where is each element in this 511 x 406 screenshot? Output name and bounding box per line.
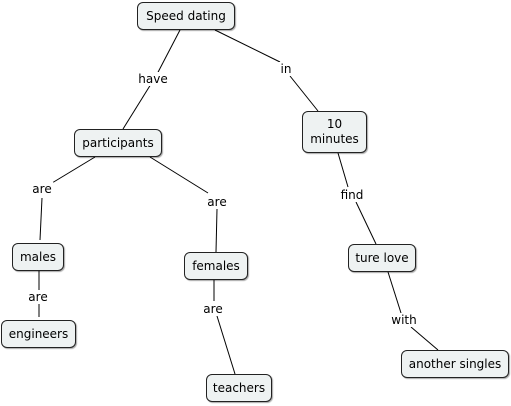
edge-ten-minutes-find — [337, 152, 349, 188]
node-participants[interactable]: participants — [74, 129, 162, 157]
edge-speed-dating-have — [154, 29, 181, 79]
node-ten-minutes[interactable]: 10 minutes — [302, 111, 367, 153]
edge-are-females — [215, 208, 218, 253]
edge-have-participants — [122, 83, 152, 130]
link-label-find: find — [338, 188, 366, 202]
edge-participants-are-males — [51, 156, 96, 184]
link-label-in: in — [278, 62, 294, 76]
node-teachers[interactable]: teachers — [206, 374, 272, 402]
edge-in-ten-minutes — [289, 75, 319, 112]
link-label-are-teachers: are — [201, 302, 225, 316]
link-label-with: with — [389, 313, 419, 327]
link-label-are-males: are — [30, 182, 54, 196]
node-males[interactable]: males — [12, 243, 64, 271]
edge-ture-love-with — [387, 271, 402, 314]
link-label-have: have — [136, 72, 170, 86]
node-another-singles[interactable]: another singles — [401, 350, 509, 378]
edge-speed-dating-in — [214, 29, 281, 63]
node-ture-love[interactable]: ture love — [348, 244, 416, 272]
link-label-are-engineers: are — [26, 290, 50, 304]
edge-participants-are-females — [149, 156, 209, 194]
edge-are-teachers — [216, 315, 236, 375]
node-females[interactable]: females — [184, 252, 248, 280]
link-label-are-females: are — [205, 195, 229, 209]
node-speed-dating[interactable]: Speed dating — [137, 2, 235, 30]
edge-are-males — [39, 197, 43, 241]
node-engineers[interactable]: engineers — [1, 320, 76, 348]
edge-with-another-singles — [410, 326, 439, 351]
edge-find-ture-love — [355, 201, 377, 245]
